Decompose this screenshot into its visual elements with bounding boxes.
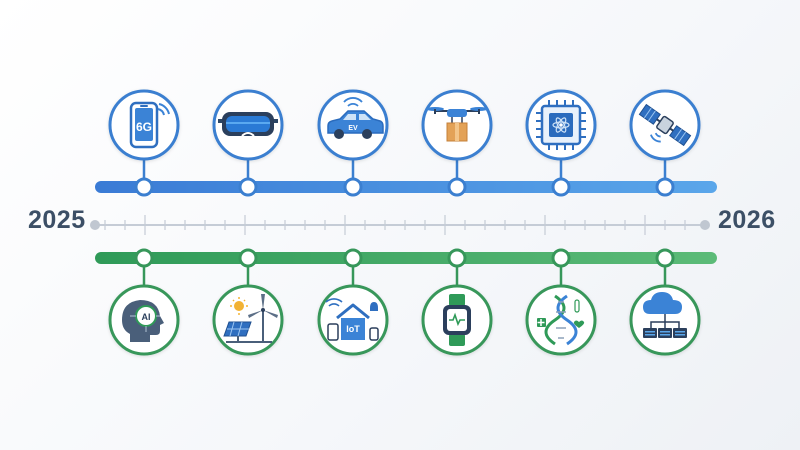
- vr-headset-icon: [218, 112, 278, 137]
- ai-label: AI: [142, 312, 151, 322]
- bottom-track-node: [551, 248, 571, 268]
- iot-label: IoT: [346, 324, 360, 334]
- cloud-network-icon: [643, 292, 687, 338]
- delivery-drone-icon: [426, 107, 488, 142]
- ai-head-icon: AI: [122, 300, 164, 342]
- bottom-track-node: [134, 248, 154, 268]
- top-track-node: [134, 177, 154, 197]
- smartwatch-health-icon: [443, 294, 471, 346]
- smartphone-6g-icon: 6G: [129, 101, 170, 149]
- solar-wind-energy-icon: [223, 294, 278, 343]
- top-icon-row: [108, 89, 701, 161]
- satellite-icon: [638, 103, 692, 147]
- bottom-track-node: [343, 248, 363, 268]
- connectors: [142, 159, 667, 286]
- top-track-node: [238, 177, 258, 197]
- top-track-node: [551, 177, 571, 197]
- start-year-label: 2025: [28, 206, 86, 234]
- dna-biotech-icon: [537, 294, 585, 346]
- bottom-icon-circle: [212, 284, 284, 356]
- bottom-track-node: [238, 248, 258, 268]
- bottom-track-node: [655, 248, 675, 268]
- top-track-node: [343, 177, 363, 197]
- microchip-icon: [536, 100, 586, 150]
- top-track-node: [447, 177, 467, 197]
- electric-car-icon: EV: [327, 97, 384, 139]
- bottom-icon-row: [108, 284, 701, 356]
- blue-track: [95, 181, 717, 193]
- bottom-track-node: [447, 248, 467, 268]
- top-track-node: [655, 177, 675, 197]
- axis-start-dot: [90, 220, 100, 230]
- end-year-label: 2026: [718, 206, 776, 234]
- smart-home-iot-icon: IoT: [325, 298, 379, 341]
- green-track: [95, 252, 717, 264]
- ev-label: EV: [348, 125, 358, 132]
- timeline-axis: [90, 215, 710, 235]
- 6g-label: 6G: [136, 120, 152, 134]
- axis-ticks: [104, 215, 686, 235]
- track-nodes: [134, 177, 675, 268]
- axis-end-dot: [700, 220, 710, 230]
